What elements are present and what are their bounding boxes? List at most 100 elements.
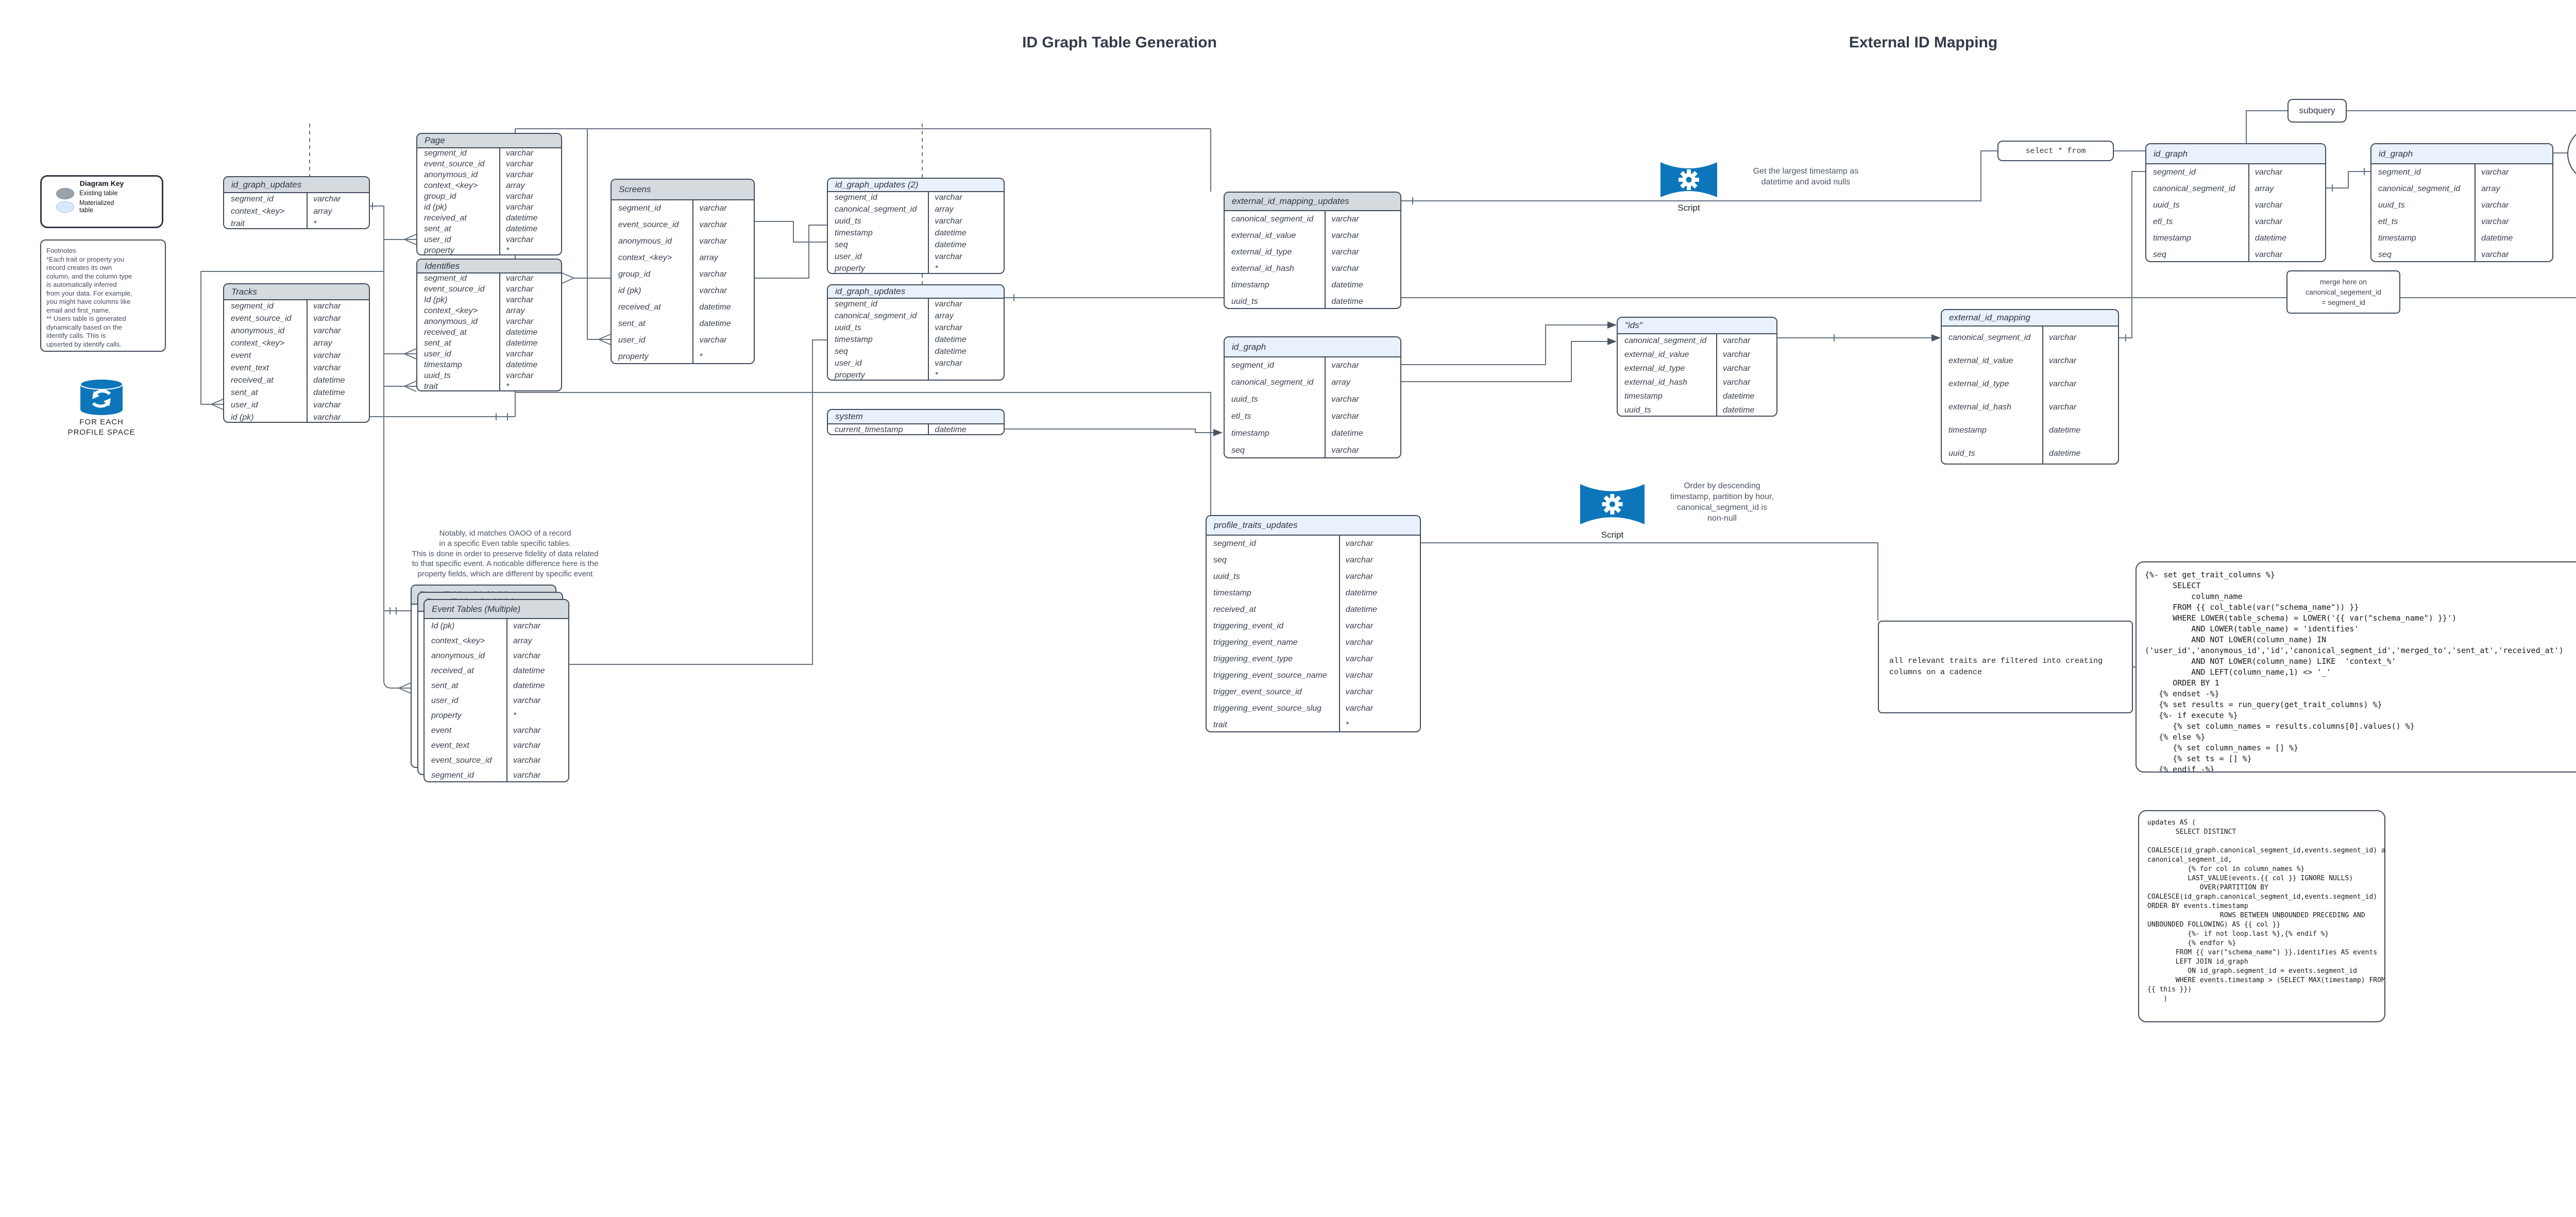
column-name: timestamp (424, 361, 462, 370)
column-name: user_id (835, 252, 862, 262)
column-type: datetime (1331, 297, 1363, 306)
column-type: array (506, 181, 525, 191)
column-type: datetime (699, 302, 731, 312)
column-type: varchar (1722, 378, 1751, 387)
script-2-icon[interactable]: Script (1580, 483, 1645, 540)
note-traits-filter[interactable]: all relevant traits are filtered into cr… (1878, 621, 2133, 713)
column-type: varchar (935, 359, 962, 368)
column-type: varchar (1345, 638, 1374, 647)
script-1-icon[interactable]: Script (1660, 161, 1717, 213)
note-oaoo: Notably, id matches OAOO of a record in … (412, 529, 599, 579)
column-type: varchar (313, 351, 341, 360)
table-title: profile_traits_updates (1214, 520, 1298, 530)
column-type: datetime (506, 225, 538, 234)
column-divider (1338, 536, 1340, 731)
column-name: canonical_segment_id (1231, 214, 1314, 224)
column-divider (692, 200, 694, 363)
note-merge-here[interactable]: merge here on canonical_segement_id = se… (2286, 270, 2400, 314)
code-get-trait-columns[interactable]: {%- set get_trait_columns %} SELECT colu… (2136, 561, 2576, 773)
column-name: current_timestamp (835, 425, 903, 435)
subquery-label[interactable]: subquery (2287, 99, 2347, 123)
column-type: varchar (1331, 264, 1359, 273)
select-star-from-label[interactable]: select * from (1997, 141, 2114, 161)
footnotes-box[interactable]: Footnotes *Each trait or property you re… (40, 239, 166, 352)
column-type: datetime (506, 328, 538, 337)
column-name: etl_ts (2153, 217, 2173, 226)
column-name: sent_at (431, 681, 459, 691)
note-get-largest-timestamp: Get the largest timestamp as datetime an… (1753, 167, 1859, 187)
column-type: datetime (1331, 280, 1363, 289)
column-type: varchar (935, 323, 962, 333)
column-type: varchar (513, 696, 541, 706)
column-name: uuid_ts (835, 323, 861, 333)
column-type: varchar (2255, 167, 2283, 177)
column-type: * (935, 264, 938, 273)
table-header: id_graph (2371, 144, 2552, 164)
table-title: Screens (619, 184, 651, 194)
legend-swatch (56, 188, 74, 200)
column-name: property (835, 264, 865, 273)
column-name: event_text (231, 363, 269, 372)
code-updates-cte[interactable]: updates AS ( SELECT DISTINCT COALESCE(id… (2138, 810, 2385, 1022)
column-type: varchar (313, 326, 341, 335)
column-name: anonymous_id (424, 317, 478, 327)
column-type: datetime (506, 339, 538, 348)
column-type: varchar (2048, 403, 2077, 412)
column-name: received_at (424, 214, 467, 223)
column-type: datetime (935, 347, 967, 356)
column-type: datetime (506, 214, 538, 223)
for-each-profile-space-icon[interactable] (79, 379, 124, 418)
column-name: trait (231, 219, 245, 228)
column-divider (499, 273, 501, 390)
column-divider (2042, 327, 2043, 464)
legend-swatch (56, 201, 74, 213)
column-name: sent_at (618, 319, 646, 328)
column-name: seq (835, 241, 848, 250)
column-type: varchar (313, 413, 341, 422)
column-name: segment_id (1231, 361, 1274, 370)
column-name: context_<key> (231, 338, 285, 348)
column-type: varchar (2481, 200, 2509, 210)
table-row: Id (pk)varchar (417, 295, 561, 306)
